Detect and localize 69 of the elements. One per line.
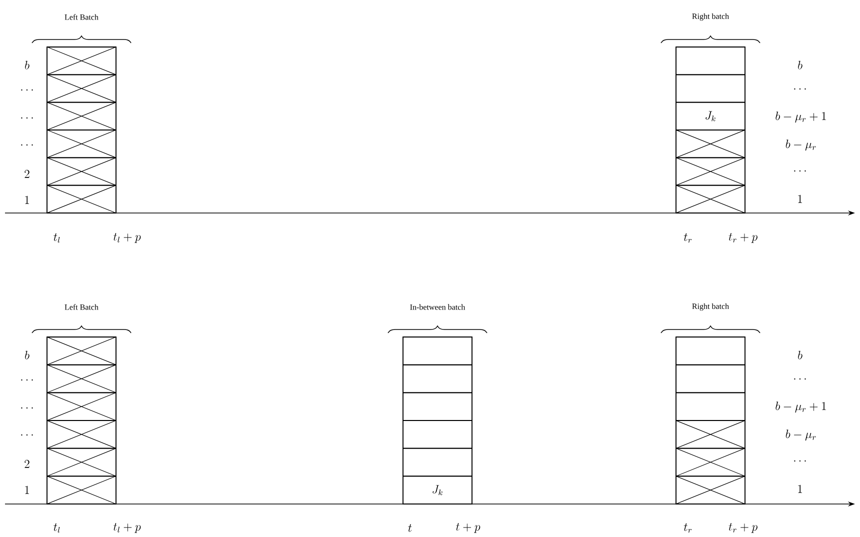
- empty-slot: [676, 46, 746, 76]
- empty-slot: [402, 336, 472, 366]
- axis-label: $\dots$: [794, 460, 806, 462]
- axis-label: $t_l$: [54, 523, 60, 533]
- empty-slot: [402, 448, 472, 477]
- crossed-slot: [46, 184, 116, 214]
- axis-label: $1$: [798, 194, 802, 203]
- axis-label: $t_l+p$: [113, 523, 141, 533]
- axis-label: $t$: [408, 524, 412, 532]
- axis-label: $t+p$: [456, 523, 480, 533]
- axis-label: $\dots$: [21, 379, 33, 381]
- axis-label: $\dots$: [21, 434, 33, 436]
- batch-heading: Right batch: [692, 13, 729, 21]
- crossed-slot: [46, 130, 116, 158]
- crossed-slot: [46, 392, 116, 421]
- axis-label: $b-\mu_r+1$: [776, 402, 826, 413]
- batch-heading: In-between batch: [410, 304, 466, 310]
- crossed-slot: [46, 74, 116, 103]
- crossed-slot: [46, 476, 116, 504]
- axis-label: $\dots$: [21, 89, 33, 91]
- axis-label: $t_r+p$: [728, 233, 758, 243]
- axis-label: $1$: [798, 484, 802, 493]
- axis-label: $1$: [25, 486, 29, 494]
- axis-label: $2$: [24, 170, 30, 178]
- crossed-slot: [676, 157, 746, 186]
- crossed-slot: [46, 102, 116, 130]
- axis-label: $t_r$: [684, 233, 692, 243]
- axis-label: $b-\mu_r+1$: [776, 112, 826, 123]
- crossed-slot: [46, 46, 116, 76]
- axis-label: $t_l+p$: [113, 233, 141, 243]
- crossed-slot: [676, 130, 746, 158]
- crossed-slot: [46, 336, 116, 366]
- axis-label: $2$: [24, 460, 30, 468]
- empty-slot: [676, 364, 746, 394]
- batch-heading: Left Batch: [64, 304, 98, 310]
- axis-label: $\dots$: [794, 378, 806, 380]
- crossed-slot: [46, 448, 116, 477]
- axis-label: $t_l$: [54, 233, 60, 243]
- axis-label: $b$: [798, 350, 802, 360]
- axis-label: $t_r+p$: [728, 523, 758, 533]
- empty-slot: [676, 392, 746, 421]
- crossed-slot: [46, 364, 116, 394]
- empty-slot: [402, 364, 472, 394]
- crossed-slot: [676, 184, 746, 214]
- crossed-slot: [46, 157, 116, 186]
- crossed-slot: [676, 448, 746, 477]
- axis-label: $b$: [25, 60, 30, 70]
- job-slot: $J_k$: [402, 476, 472, 504]
- axis-label: $\dots$: [21, 407, 33, 409]
- axis-label: $\dots$: [794, 170, 806, 172]
- empty-slot: [676, 336, 746, 366]
- empty-slot: [676, 74, 746, 103]
- axis-label: $\dots$: [794, 88, 806, 90]
- crossed-slot: [676, 420, 746, 449]
- batch-heading: Right batch: [692, 303, 729, 311]
- job-slot: $J_k$: [676, 102, 746, 130]
- axis-label: $\dots$: [21, 144, 33, 146]
- axis-label: $b-\mu_r$: [786, 140, 816, 151]
- axis-label: $t_r$: [684, 523, 692, 533]
- crossed-slot: [676, 476, 746, 504]
- crossed-slot: [46, 420, 116, 449]
- axis-label: $\dots$: [21, 117, 33, 119]
- empty-slot: [402, 392, 472, 421]
- axis-label: $b$: [25, 350, 30, 360]
- axis-label: $1$: [25, 196, 29, 204]
- axis-label: $b$: [798, 60, 802, 70]
- batch-heading: Left Batch: [64, 14, 98, 20]
- empty-slot: [402, 420, 472, 449]
- axis-label: $b-\mu_r$: [786, 430, 816, 441]
